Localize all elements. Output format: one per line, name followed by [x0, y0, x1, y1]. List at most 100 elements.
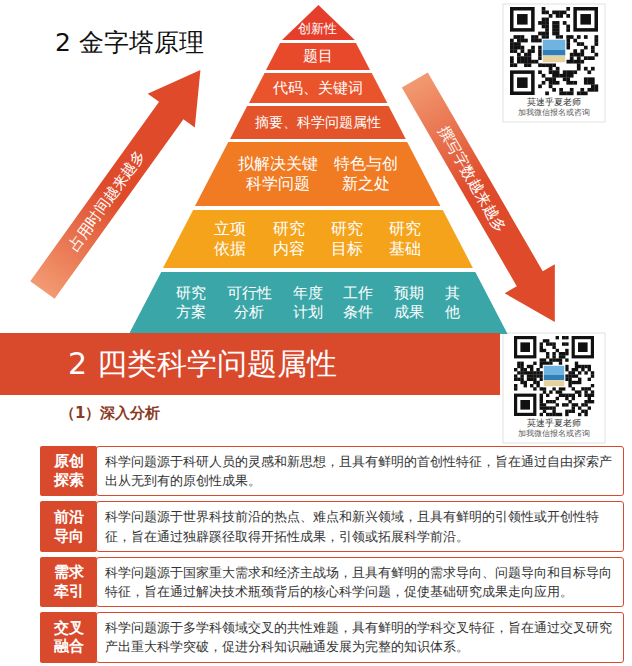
qr-caption: 莫速乎夏老师: [503, 418, 605, 429]
qr-module: [546, 342, 549, 345]
pyramid-layer: 摘要、科学问题属性: [230, 106, 406, 139]
qr-module: [535, 39, 539, 43]
qr-module: [578, 378, 581, 381]
node-text: 拟解决关键科学问题: [238, 154, 319, 194]
node-text: 交叉融合: [53, 619, 84, 657]
qr-module: [514, 49, 518, 53]
qr-module: [591, 67, 595, 71]
layer-outline: [195, 142, 440, 206]
qr-module: [566, 14, 570, 18]
qr-module: [573, 70, 577, 74]
qr-module: [556, 358, 559, 361]
qr-module: [510, 46, 514, 50]
qr-module: [594, 53, 598, 57]
qr-module: [552, 28, 556, 32]
qr-module: [591, 49, 595, 53]
node-text: 研究基础: [389, 219, 422, 259]
qr-module: [552, 352, 555, 355]
qr-module: [530, 365, 533, 368]
node-text: 特色与创新之处: [333, 154, 398, 194]
qr-module: [514, 35, 518, 39]
qr-module: [559, 35, 563, 39]
qr-module: [536, 371, 539, 374]
qr-module: [559, 362, 562, 365]
qr-module: [542, 11, 546, 15]
node-text: 研究方案: [175, 284, 206, 322]
qr-module: [584, 81, 588, 85]
qr-module: [552, 25, 556, 29]
category-tag: 交叉融合: [40, 612, 97, 662]
pyramid-layer: 拟解决关键科学问题特色与创新之处: [195, 142, 440, 206]
qr-module: [545, 18, 549, 22]
qr-module: [514, 378, 517, 381]
qr-module: [591, 77, 595, 81]
qr-finder-part: [578, 342, 588, 352]
qr-module: [573, 39, 577, 43]
page-title: 2 金字塔原理: [55, 28, 204, 58]
qr-module: [517, 362, 520, 365]
node-text: 原创探索: [53, 452, 84, 490]
qr-module: [545, 32, 549, 36]
trend-arrow: 占用时间越来越多: [18, 53, 223, 307]
qr-module: [530, 374, 533, 377]
qr-module: [546, 339, 549, 342]
qr-module: [514, 374, 517, 377]
qr-finder-part: [517, 339, 533, 355]
qr-module: [577, 63, 581, 67]
qr-module: [565, 410, 568, 413]
qr-module: [540, 374, 543, 377]
qr-module: [587, 88, 591, 92]
qr-module: [540, 387, 543, 390]
qr-module: [575, 362, 578, 365]
qr-module: [524, 384, 527, 387]
qr-finder-part: [573, 7, 598, 32]
qr-module: [538, 53, 542, 57]
node-text: 代码、关键词: [273, 79, 363, 98]
qr-module: [542, 32, 546, 36]
qr-module: [527, 365, 530, 368]
qr-module: [520, 374, 523, 377]
qr-module: [563, 77, 567, 81]
qr-module: [566, 77, 570, 81]
qr-module: [540, 403, 543, 406]
qr-module: [581, 365, 584, 368]
qr-module: [510, 49, 514, 53]
qr-module: [568, 371, 571, 374]
qr-module: [540, 362, 543, 365]
qr-module: [533, 378, 536, 381]
qr-module: [591, 394, 594, 397]
qr-module: [577, 91, 581, 95]
qr-module: [543, 406, 546, 409]
text-holder: 科学问题源于科研人员的灵感和新思想，且具有鲜明的首创性特征，旨在通过自由探索产出…: [105, 452, 615, 490]
qr-module: [580, 49, 584, 53]
qr-module: [577, 67, 581, 71]
text-holder: 科学问题源于国家重大需求和经济主战场，且具有鲜明的需求导向、问题导向和目标导向特…: [105, 563, 615, 601]
qr-module: [552, 77, 556, 81]
pyramid-apex: 创新性: [282, 5, 355, 40]
qr-module: [540, 342, 543, 345]
qr-module: [533, 381, 536, 384]
qr-module: [517, 378, 520, 381]
qr-module: [546, 362, 549, 365]
qr-module: [546, 352, 549, 355]
qr-module: [584, 46, 588, 50]
pyramid-layer: 立项依据研究内容研究目标研究基础: [163, 210, 473, 268]
qr-module: [580, 88, 584, 92]
qr-module: [591, 56, 595, 60]
qr-module: [533, 362, 536, 365]
qr-module: [566, 70, 570, 74]
qr-module: [517, 35, 521, 39]
qr-module: [528, 60, 532, 64]
qr-module: [588, 400, 591, 403]
qr-module: [591, 88, 595, 92]
qr-module: [565, 368, 568, 371]
arrow-fill: [18, 53, 223, 307]
qr-finder-part: [510, 7, 535, 32]
text-holder: 科学问题源于多学科领域交叉的共性难题，具有鲜明的学科交叉特征，旨在通过交叉研究产…: [105, 618, 615, 656]
qr-module: [584, 91, 588, 95]
qr-module: [566, 91, 570, 95]
qr-ground: [510, 7, 598, 95]
node-text: 前沿导向: [53, 508, 84, 546]
qr-module: [591, 374, 594, 377]
qr-module: [543, 358, 546, 361]
